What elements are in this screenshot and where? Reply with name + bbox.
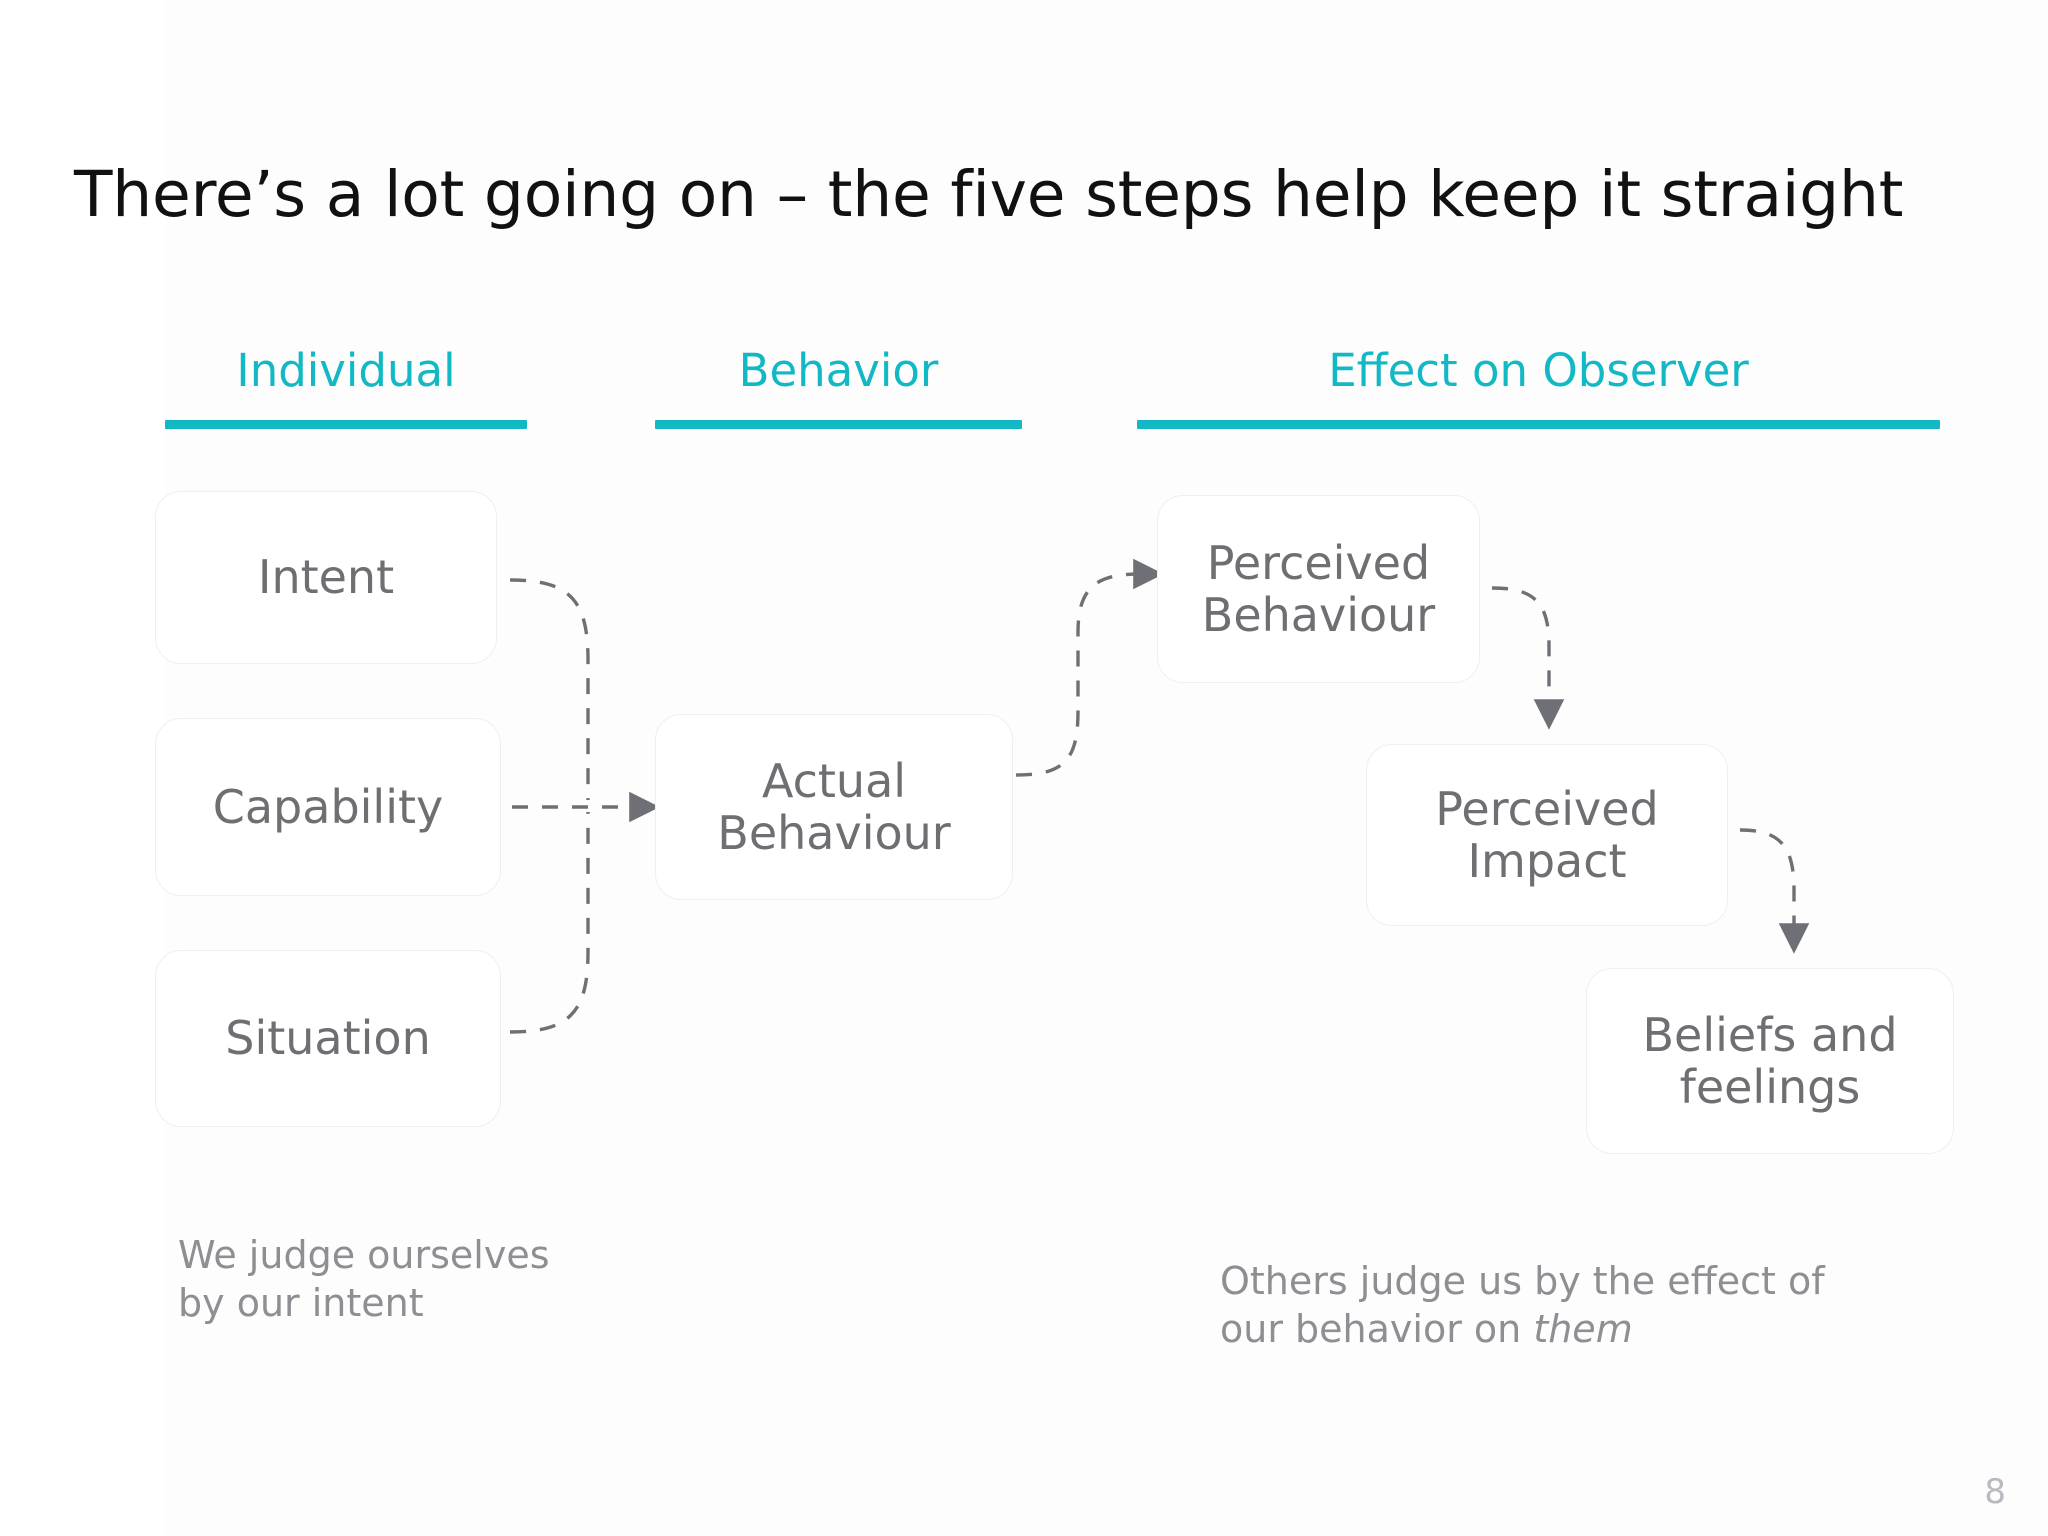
column-rule-effect-on-observer <box>1137 420 1940 429</box>
column-header-individual: Individual <box>236 344 456 397</box>
page-title: There’s a lot going on – the five steps … <box>74 158 1904 232</box>
node-perceived-impact[interactable]: Perceived Impact <box>1366 744 1728 926</box>
node-actual-behaviour-line2: Behaviour <box>717 806 951 860</box>
node-capability[interactable]: Capability <box>155 718 501 896</box>
node-actual-behaviour[interactable]: Actual Behaviour <box>655 714 1013 900</box>
node-perceived-behaviour-line2: Behaviour <box>1201 588 1436 642</box>
caption-others-judge-us: Others judge us by the effect of our beh… <box>1220 1258 1980 1353</box>
node-perceived-behaviour[interactable]: Perceived Behaviour <box>1157 495 1480 683</box>
node-beliefs-and-feelings-line1: Beliefs and <box>1642 1007 1898 1062</box>
node-perceived-behaviour-line1: Perceived <box>1206 535 1431 590</box>
column-rule-behavior <box>655 420 1022 429</box>
page-number: 8 <box>1984 1472 2006 1512</box>
node-intent[interactable]: Intent <box>155 491 497 664</box>
caption-right-emphasis: them <box>1533 1306 1633 1351</box>
node-situation[interactable]: Situation <box>155 950 501 1127</box>
node-capability-label: Capability <box>212 779 444 834</box>
caption-we-judge-ourselves: We judge ourselves by our intent <box>178 1233 550 1325</box>
column-header-behavior: Behavior <box>738 344 939 397</box>
column-rule-individual <box>165 420 527 429</box>
node-intent-label: Intent <box>257 550 395 605</box>
node-beliefs-and-feelings[interactable]: Beliefs and feelings <box>1586 968 1954 1154</box>
node-beliefs-and-feelings-line2: feelings <box>1679 1060 1861 1114</box>
node-perceived-impact-line2: Impact <box>1467 834 1627 888</box>
column-header-effect-on-observer: Effect on Observer <box>1328 344 1749 397</box>
node-situation-label: Situation <box>225 1011 431 1066</box>
caption-right-text: Others judge us by the effect of our beh… <box>1220 1259 1825 1351</box>
node-perceived-impact-line1: Perceived <box>1435 781 1659 836</box>
node-actual-behaviour-line1: Actual <box>761 753 907 808</box>
